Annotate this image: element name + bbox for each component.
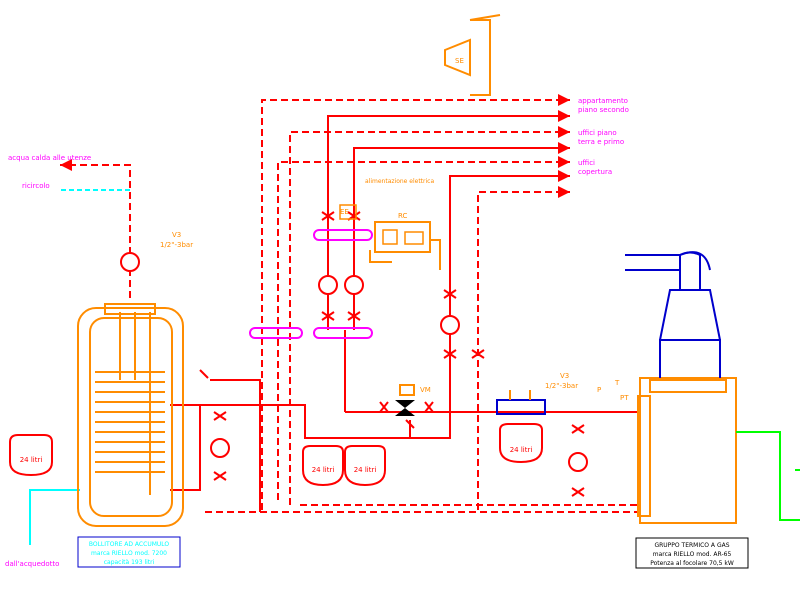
ee-label: EE bbox=[340, 208, 349, 216]
circuit-labels: appartamento piano secondo uffici piano … bbox=[578, 97, 629, 176]
p-label: P bbox=[597, 386, 601, 394]
heater-caption: GRUPPO TERMICO A GAS marca RIELLO mod. A… bbox=[635, 537, 749, 569]
pump-circuit-3 bbox=[440, 315, 460, 335]
sanitary-labels: acqua calda alle utenze ricircolo dall'a… bbox=[5, 154, 91, 568]
boiler-coil bbox=[95, 312, 165, 495]
chimney-terminal bbox=[444, 14, 501, 96]
pump-boiler bbox=[210, 438, 230, 458]
se-label: SE bbox=[455, 57, 464, 65]
pump-circuit-1 bbox=[318, 275, 338, 295]
boiler-caption-1: BOLLITORE AD ACCUMULO bbox=[89, 541, 170, 548]
circuit-supply-lines bbox=[261, 94, 570, 510]
circuit-1-line1: appartamento bbox=[578, 97, 628, 105]
vm-label: VM bbox=[420, 386, 431, 394]
heater-caption-2: marca RIELLO mod. AR-65 bbox=[653, 551, 732, 558]
collectors bbox=[249, 229, 373, 339]
valves bbox=[199, 211, 585, 497]
hydraulic-separator bbox=[496, 390, 546, 415]
circuit-2-line2: terra e primo bbox=[578, 138, 624, 146]
pumps bbox=[120, 252, 588, 472]
return-main bbox=[170, 300, 640, 513]
vessel-mid-2-label: 24 litri bbox=[354, 466, 377, 474]
sensor-ee bbox=[339, 204, 357, 220]
gas-line bbox=[736, 431, 800, 521]
sanitary-lines bbox=[29, 159, 131, 545]
vessel-left-label: 24 litri bbox=[20, 456, 43, 464]
three-way-valve bbox=[395, 384, 415, 416]
control-box bbox=[369, 221, 441, 270]
v3-right-label: V3 bbox=[560, 372, 569, 380]
expansion-vessel-left: 24 litri bbox=[9, 434, 53, 477]
t-label: T bbox=[614, 379, 620, 387]
v3-left-label: V3 bbox=[172, 231, 181, 239]
recirculation-label: ricircolo bbox=[22, 182, 50, 190]
vessel-mid-1-label: 24 litri bbox=[312, 466, 335, 474]
pump-primary bbox=[568, 452, 588, 472]
vessel-right-label: 24 litri bbox=[510, 446, 533, 454]
v3-left-sub: 1/2"-3bar bbox=[160, 241, 193, 249]
expansion-vessel-mid-2: 24 litri bbox=[344, 445, 386, 487]
v3-right-sub: 1/2"-3bar bbox=[545, 382, 578, 390]
boiler-caption-3: capacità 193 litri bbox=[104, 559, 155, 566]
gas-heater bbox=[625, 251, 737, 524]
circuit-1-line2: piano secondo bbox=[578, 106, 629, 114]
hot-water-label: acqua calda alle utenze bbox=[8, 154, 91, 162]
circuit-3-line2: copertura bbox=[578, 168, 612, 176]
boiler-caption: BOLLITORE AD ACCUMULO marca RIELLO mod. … bbox=[77, 536, 181, 568]
heater-caption-3: Potenza al focolare 70,5 kW bbox=[650, 560, 734, 567]
expansion-vessel-right: 24 litri bbox=[499, 423, 543, 464]
boiler-caption-2: marca RIELLO mod. 7200 bbox=[91, 550, 167, 557]
rc-label: RC bbox=[398, 212, 408, 220]
aqueduct-label: dall'acquedotto bbox=[5, 560, 59, 568]
pt-label: PT bbox=[620, 394, 629, 402]
heater-caption-1: GRUPPO TERMICO A GAS bbox=[654, 542, 729, 549]
device-labels: V3 1/2"-3bar V3 1/2"-3bar alimentazione … bbox=[160, 57, 629, 402]
expansion-vessel-mid-1: 24 litri bbox=[302, 445, 344, 487]
storage-boiler bbox=[77, 303, 184, 527]
pump-hot-water bbox=[120, 252, 140, 272]
pump-circuit-2 bbox=[344, 275, 364, 295]
power-supply-label: alimentazione elettrica bbox=[365, 178, 434, 185]
circuit-3-line1: uffici bbox=[578, 159, 595, 167]
circuit-2-line1: uffici piano bbox=[578, 129, 617, 137]
